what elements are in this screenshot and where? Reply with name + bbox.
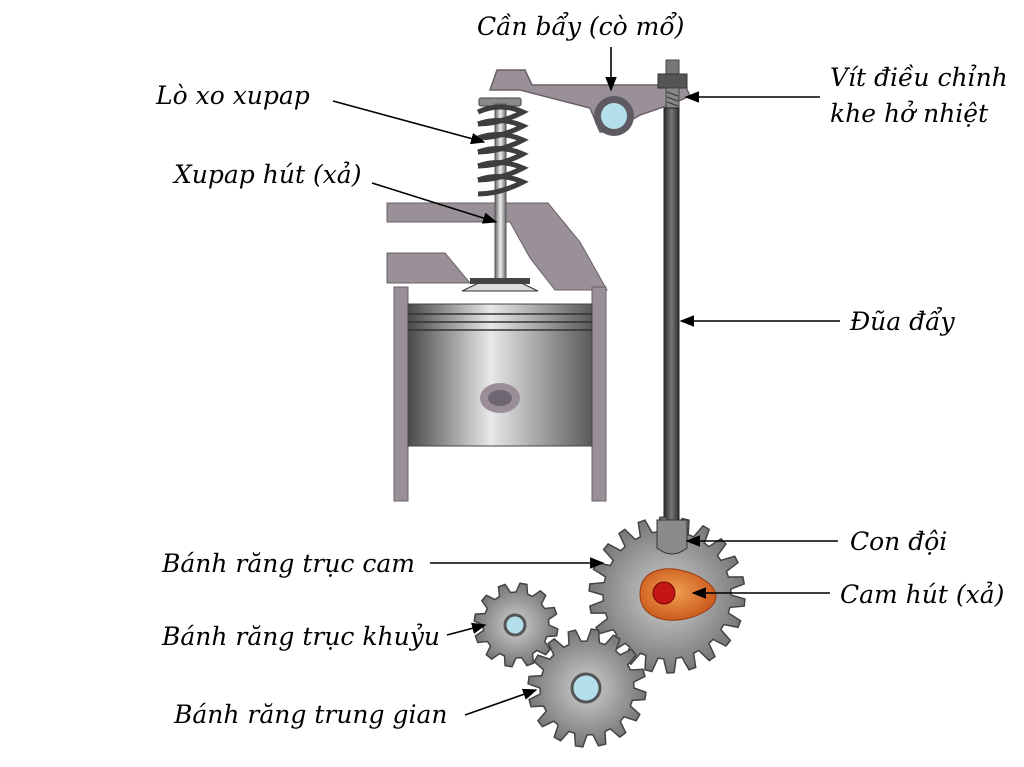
label-rocker-arm: Cần bẩy (cò mổ) (477, 12, 684, 41)
leader-valve (371, 182, 498, 224)
label-adjust-screw-2: khe hở nhiệt (830, 99, 989, 128)
label-idler-gear: Bánh răng trung gian (173, 700, 448, 729)
rocker-arm (488, 69, 691, 136)
leader-spring (332, 100, 486, 145)
push-rod (663, 107, 680, 521)
leader-idler (464, 688, 538, 716)
label-valve: Xupap hút (xả) (172, 160, 361, 189)
adjusting-screw (657, 59, 688, 111)
label-adjust-screw-1: Vít điều chỉnh (830, 63, 1008, 92)
leader-lines (332, 47, 840, 716)
label-push-rod: Đũa đẩy (849, 307, 955, 336)
valve-spring (476, 104, 529, 197)
label-cam-gear: Bánh răng trục cam (161, 549, 415, 578)
cam-lobe (639, 568, 717, 621)
label-valve-spring: Lò xo xupap (155, 81, 310, 110)
cylinder-block (393, 286, 607, 502)
tappet (656, 519, 688, 555)
leader-crank (446, 622, 487, 636)
cylinder-head (386, 202, 608, 291)
label-crank-gear: Bánh răng trục khuỷu (161, 622, 440, 651)
gear-bores (503, 613, 602, 704)
label-tappet: Con đội (850, 527, 947, 556)
piston (407, 303, 593, 447)
valve-assembly (461, 97, 539, 292)
label-cam: Cam hút (xả) (840, 580, 1004, 609)
